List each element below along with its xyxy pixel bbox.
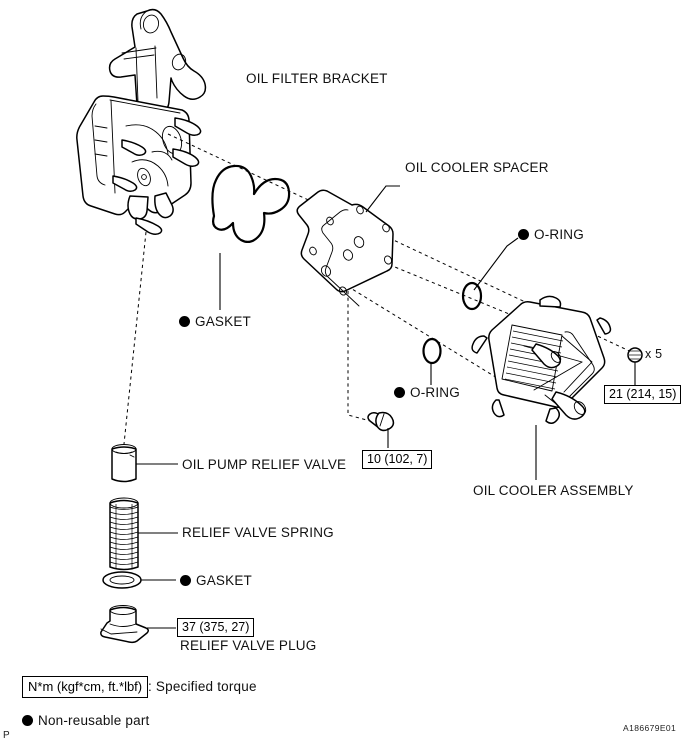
part-o-ring-upper	[461, 237, 519, 311]
fastener-cooler-bolt	[627, 347, 643, 385]
part-oil-filter-bracket	[76, 8, 207, 236]
label-oil-pump-relief-valve: OIL PUMP RELIEF VALVE	[182, 457, 347, 472]
label-o-ring-lower: O-RING	[410, 385, 460, 400]
legend-torque-text: : Specified torque	[148, 679, 257, 694]
label-gasket-main-row: GASKET	[179, 313, 251, 331]
label-gasket-plug-row: GASKET	[180, 572, 252, 590]
non-reusable-dot-icon	[179, 316, 190, 327]
non-reusable-dot-icon	[518, 229, 529, 240]
non-reusable-dot-icon	[394, 387, 405, 398]
label-gasket-plug: GASKET	[196, 573, 252, 588]
bolt-quantity-label: x 5	[645, 347, 663, 361]
torque-spacer-bolt: 10 (102, 7)	[362, 450, 433, 470]
label-o-ring-upper: O-RING	[534, 227, 584, 242]
part-gasket-main	[211, 164, 291, 310]
part-relief-valve-plug	[100, 605, 176, 644]
label-relief-valve-plug: RELIEF VALVE PLUG	[180, 638, 317, 653]
torque-relief-plug: 37 (375, 27)	[177, 618, 255, 638]
figure-id-code: A186679E01	[623, 723, 677, 733]
legend-non-reusable-text: Non-reusable part	[38, 713, 150, 728]
label-oil-cooler-spacer: OIL COOLER SPACER	[405, 160, 549, 175]
part-oil-cooler-assembly	[471, 295, 612, 480]
label-oil-cooler-assembly: OIL COOLER ASSEMBLY	[473, 483, 634, 498]
label-o-ring-upper-row: O-RING	[518, 226, 584, 244]
part-oil-cooler-spacer	[296, 185, 400, 307]
fastener-spacer-bolt	[367, 411, 395, 448]
page-mark: P	[3, 730, 10, 741]
part-gasket-plug	[102, 571, 176, 589]
non-reusable-dot-icon	[22, 715, 33, 726]
label-o-ring-lower-row: O-RING	[394, 384, 460, 402]
label-relief-valve-spring: RELIEF VALVE SPRING	[182, 525, 334, 540]
label-oil-filter-bracket: OIL FILTER BRACKET	[246, 71, 388, 86]
label-gasket-main: GASKET	[195, 314, 251, 329]
part-oil-pump-relief-valve	[111, 444, 178, 483]
legend-torque-box: N*m (kgf*cm, ft.*lbf)	[22, 676, 149, 698]
torque-cooler-bolts: 21 (214, 15)	[604, 385, 682, 405]
part-relief-valve-spring	[109, 497, 178, 571]
non-reusable-dot-icon	[180, 575, 191, 586]
legend-non-reusable-row: Non-reusable part	[22, 712, 149, 730]
part-o-ring-lower	[422, 337, 442, 385]
